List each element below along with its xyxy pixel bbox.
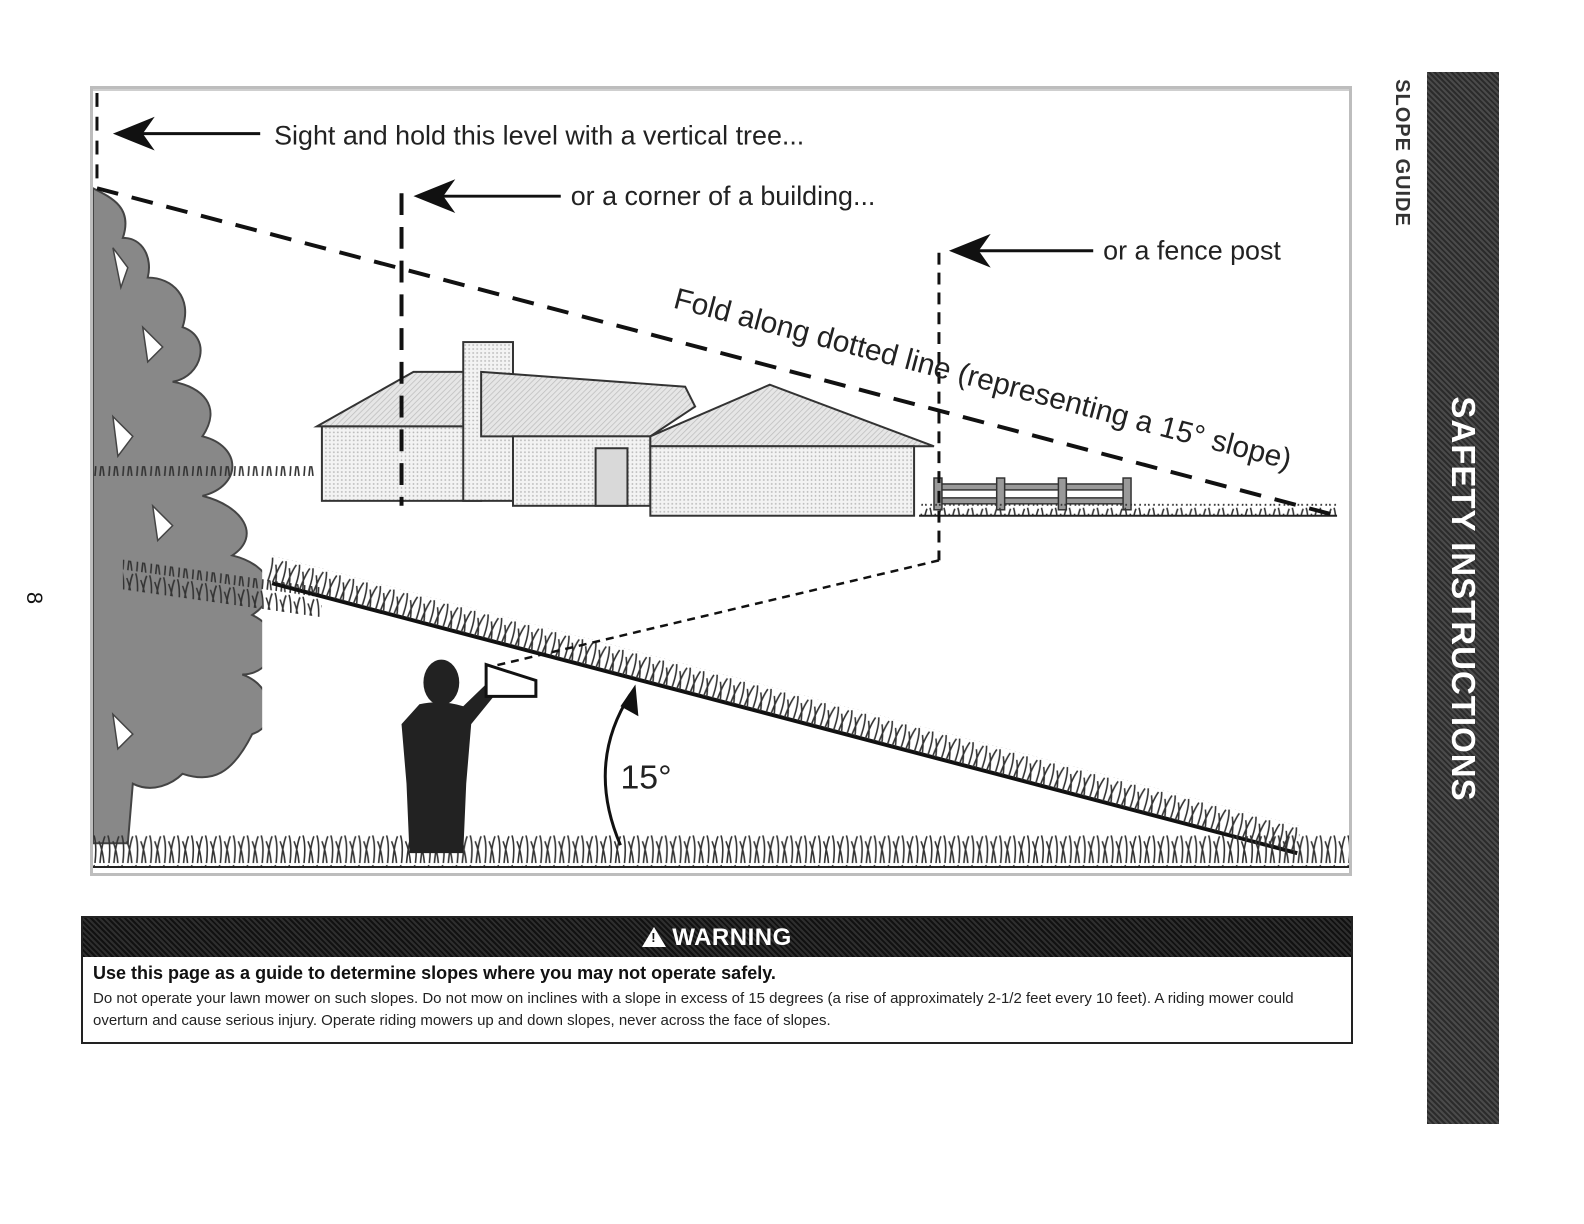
tree-silhouette xyxy=(93,187,276,845)
warning-title: WARNING xyxy=(672,924,792,951)
slope-diagram: Sight and hold this level with a vertica… xyxy=(93,89,1349,873)
arrow-tree xyxy=(112,116,261,151)
safety-instructions-band: SAFETY INSTRUCTIONS xyxy=(1427,72,1499,1124)
warning-body: Do not operate your lawn mower on such s… xyxy=(93,990,1294,1029)
angle-label: 15° xyxy=(620,759,671,797)
side-band-title: SAFETY INSTRUCTIONS xyxy=(1445,396,1482,802)
arrow-building xyxy=(413,179,561,214)
label-building-corner: or a corner of a building... xyxy=(571,181,876,211)
warning-lead: Use this page as a guide to determine sl… xyxy=(93,963,776,983)
fence xyxy=(919,477,1338,517)
warning-triangle-icon xyxy=(642,927,667,947)
label-vertical-tree: Sight and hold this level with a vertica… xyxy=(274,121,804,151)
slope-line xyxy=(271,581,1298,856)
label-fence-post: or a fence post xyxy=(1103,236,1281,266)
warning-header: WARNING xyxy=(83,918,1351,957)
warning-box: WARNING Use this page as a guide to dete… xyxy=(81,916,1353,1044)
page-number: 8 xyxy=(22,591,48,605)
angle-arc xyxy=(603,693,632,846)
person-silhouette xyxy=(401,659,506,854)
sight-card xyxy=(484,662,538,698)
slope-guide-illustration: Sight and hold this level with a vertica… xyxy=(90,86,1352,876)
section-tab-slope-guide: SLOPE GUIDE xyxy=(1391,79,1413,227)
arrow-fence xyxy=(948,233,1094,268)
